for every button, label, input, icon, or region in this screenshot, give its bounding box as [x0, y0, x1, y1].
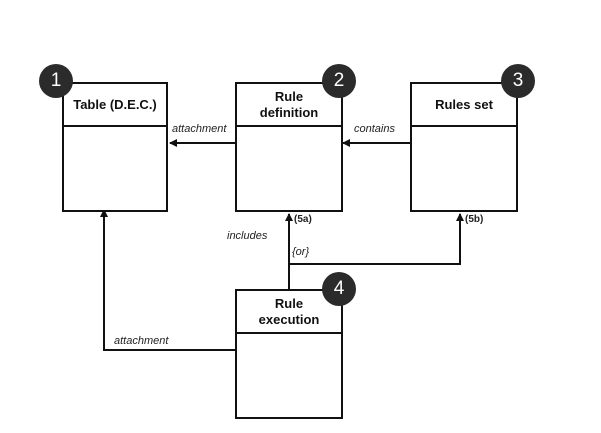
- badge-4: 4: [322, 272, 356, 306]
- label-or: {or}: [292, 246, 310, 258]
- rule-definition-box: Rule definition: [235, 82, 343, 212]
- rules-set-title: Rules set: [435, 96, 493, 112]
- rule-execution-box: Rule execution: [235, 289, 343, 419]
- rule-execution-title-line1: Rule: [274, 295, 304, 311]
- rule-definition-title-line2: definition: [259, 104, 319, 120]
- table-dec-header: Table (D.E.C.): [64, 84, 166, 127]
- label-execution-attachment: attachment: [114, 335, 169, 347]
- label-5a: (5a): [294, 214, 312, 225]
- rules-set-header: Rules set: [412, 84, 516, 127]
- rule-execution-header: Rule execution: [237, 291, 341, 334]
- rule-definition-title-line1: Rule: [274, 88, 304, 104]
- badge-2: 2: [322, 64, 356, 98]
- arrow-execution-to-table: [100, 209, 236, 351]
- rule-definition-header: Rule definition: [237, 84, 341, 127]
- badge-1: 1: [39, 64, 73, 98]
- badge-3: 3: [501, 64, 535, 98]
- label-contains: contains: [354, 123, 395, 135]
- table-dec-title: Table (D.E.C.): [73, 96, 157, 112]
- arrow-execution-to-set: [289, 213, 464, 265]
- rules-set-box: Rules set: [410, 82, 518, 212]
- label-includes: includes: [227, 230, 268, 242]
- label-definition-attachment: attachment: [172, 123, 227, 135]
- label-5b: (5b): [465, 214, 484, 225]
- rule-execution-title-line2: execution: [258, 311, 320, 327]
- table-dec-box: Table (D.E.C.): [62, 82, 168, 212]
